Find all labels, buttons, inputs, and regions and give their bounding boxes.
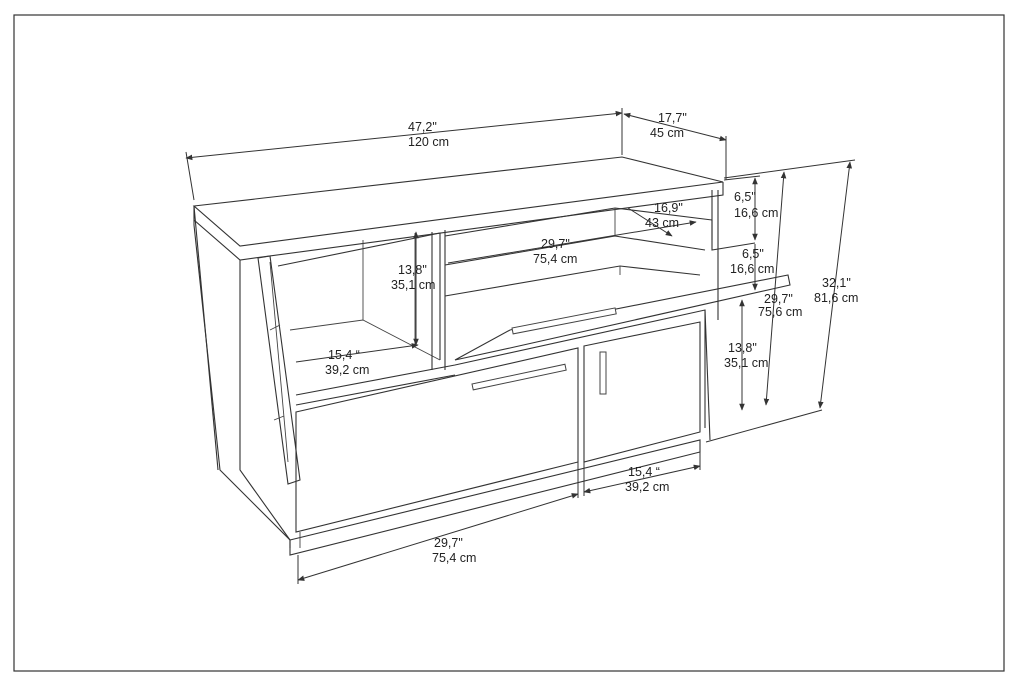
lower-top-edge xyxy=(295,309,706,428)
drop-flap xyxy=(454,274,791,361)
middle-rear-posts xyxy=(614,208,621,275)
label-bottom-width-metric: 75,4 cm xyxy=(432,551,476,565)
top-board-edge xyxy=(193,182,724,261)
label-total-height-metric: 81,6 cm xyxy=(814,291,858,305)
right-side-upper xyxy=(711,190,756,251)
left-compartment-back xyxy=(277,232,441,360)
dimension-labels: 47,2" 120 cm 17,7" 45 cm 6,5" 16,6 cm 6,… xyxy=(325,111,858,565)
dim-total-top-ext xyxy=(723,159,856,179)
label-top-opening-imperial: 6,5" xyxy=(734,190,756,204)
middle-shelf-lower xyxy=(444,265,701,297)
label-mid-opening-metric: 16,6 cm xyxy=(730,262,774,276)
label-left-width-metric: 39,2 cm xyxy=(325,363,369,377)
dimension-lines xyxy=(185,108,856,584)
dim-total-bottom-ext xyxy=(705,409,823,443)
left-side-back-edge xyxy=(193,205,219,471)
label-depth-imperial: 17,7" xyxy=(658,111,687,125)
label-width-imperial: 47,2" xyxy=(408,120,437,134)
label-door-width-imperial: 15,4 “ xyxy=(628,465,660,479)
right-door-handle xyxy=(599,351,607,395)
dim-left-width-line xyxy=(295,343,419,363)
right-side-front xyxy=(704,309,711,441)
label-inner-depth-metric: 43 cm xyxy=(645,216,679,230)
label-door-height-metric: 35,1 cm xyxy=(724,356,768,370)
dim-total-height-line xyxy=(817,161,853,409)
left-open-door xyxy=(257,255,301,485)
cabinet-drawing xyxy=(192,156,791,556)
label-left-height-metric: 35,1 cm xyxy=(391,278,435,292)
label-flap-height-imperial: 29,7" xyxy=(764,292,793,306)
frame-border xyxy=(13,14,1005,672)
label-mid-opening-imperial: 6,5" xyxy=(742,247,764,261)
label-flap-width-imperial: 29,7" xyxy=(541,237,570,251)
label-total-height-imperial: 32,1" xyxy=(822,276,851,290)
label-door-width-metric: 39,2 cm xyxy=(625,480,669,494)
left-lower-handle xyxy=(471,363,567,391)
lower-top-edge-inner xyxy=(295,374,456,406)
dim-bottom-width-line xyxy=(297,493,579,581)
left-door-inner xyxy=(269,261,289,463)
plinth xyxy=(289,439,701,556)
right-lower-door xyxy=(583,321,701,463)
top-board xyxy=(192,156,724,247)
flap-handle xyxy=(511,307,617,335)
left-door-hinge-top xyxy=(269,324,281,331)
label-depth-metric: 45 cm xyxy=(650,126,684,140)
dim-door-width-line xyxy=(583,464,701,494)
dim-flap-height-line xyxy=(763,171,787,406)
label-door-height-imperial: 13,8" xyxy=(728,341,757,355)
label-left-width-imperial: 15,4 “ xyxy=(328,348,360,362)
label-flap-height-metric: 75,6 cm xyxy=(758,305,802,319)
dim-width-line xyxy=(185,110,623,161)
left-door-hinge-bottom xyxy=(273,415,285,421)
center-divider xyxy=(431,230,446,370)
dim-inner-depth-line xyxy=(627,207,673,237)
dim-width-ext-left xyxy=(185,151,195,201)
dim-flap-width-line xyxy=(447,220,697,264)
dim-top-ext xyxy=(723,175,761,181)
left-compartment-floor xyxy=(289,319,441,361)
label-inner-depth-imperial: 16,9" xyxy=(654,201,683,215)
label-flap-width-metric: 75,4 cm xyxy=(533,252,577,266)
label-left-height-imperial: 13,8" xyxy=(398,263,427,277)
label-width-metric: 120 cm xyxy=(408,135,449,149)
left-side-panel xyxy=(193,220,291,548)
left-front-edge xyxy=(239,260,291,541)
dim-depth-line xyxy=(623,112,727,142)
label-bottom-width-imperial: 29,7" xyxy=(434,536,463,550)
label-top-opening-metric: 16,6 cm xyxy=(734,206,778,220)
